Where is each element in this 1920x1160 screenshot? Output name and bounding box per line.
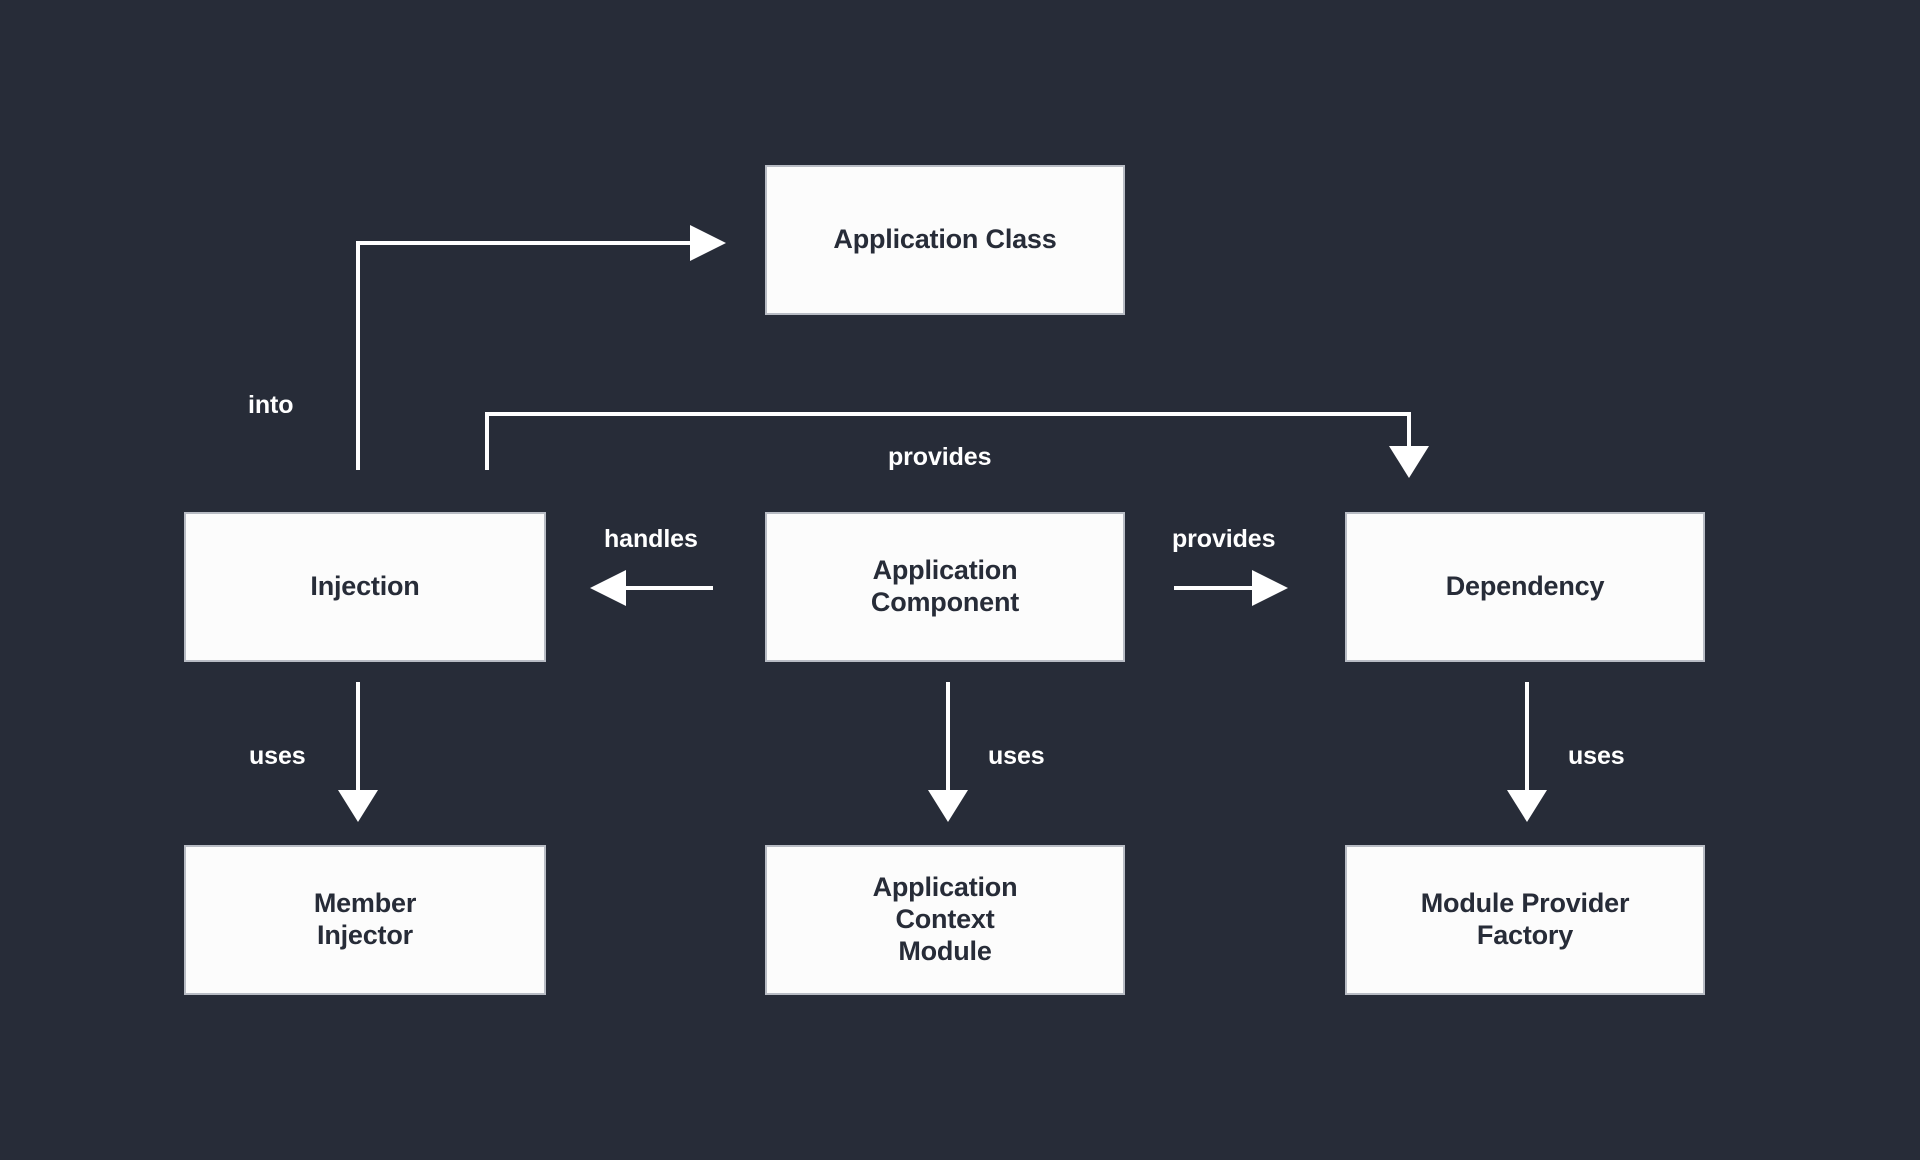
node-application-component[interactable]: Application Component	[765, 512, 1125, 662]
node-application-context-module[interactable]: Application Context Module	[765, 845, 1125, 995]
edge-uses-right	[1507, 682, 1547, 822]
edge-handles	[590, 570, 713, 606]
edge-into	[356, 225, 726, 470]
edge-label-provides-top: provides	[888, 443, 992, 471]
edge-label-handles: handles	[604, 525, 698, 553]
node-dependency[interactable]: Dependency	[1345, 512, 1705, 662]
edge-label-provides-right: provides	[1172, 525, 1276, 553]
edge-label-into: into	[248, 391, 294, 419]
edge-uses-left	[338, 682, 378, 822]
edge-provides-right	[1174, 570, 1288, 606]
node-member-injector[interactable]: Member Injector	[184, 845, 546, 995]
edge-label-uses-right: uses	[1568, 742, 1625, 770]
node-module-provider-factory[interactable]: Module Provider Factory	[1345, 845, 1705, 995]
edge-label-uses-left: uses	[249, 742, 306, 770]
edge-uses-center	[928, 682, 968, 822]
node-application-class[interactable]: Application Class	[765, 165, 1125, 315]
node-injection[interactable]: Injection	[184, 512, 546, 662]
edge-label-uses-center: uses	[988, 742, 1045, 770]
